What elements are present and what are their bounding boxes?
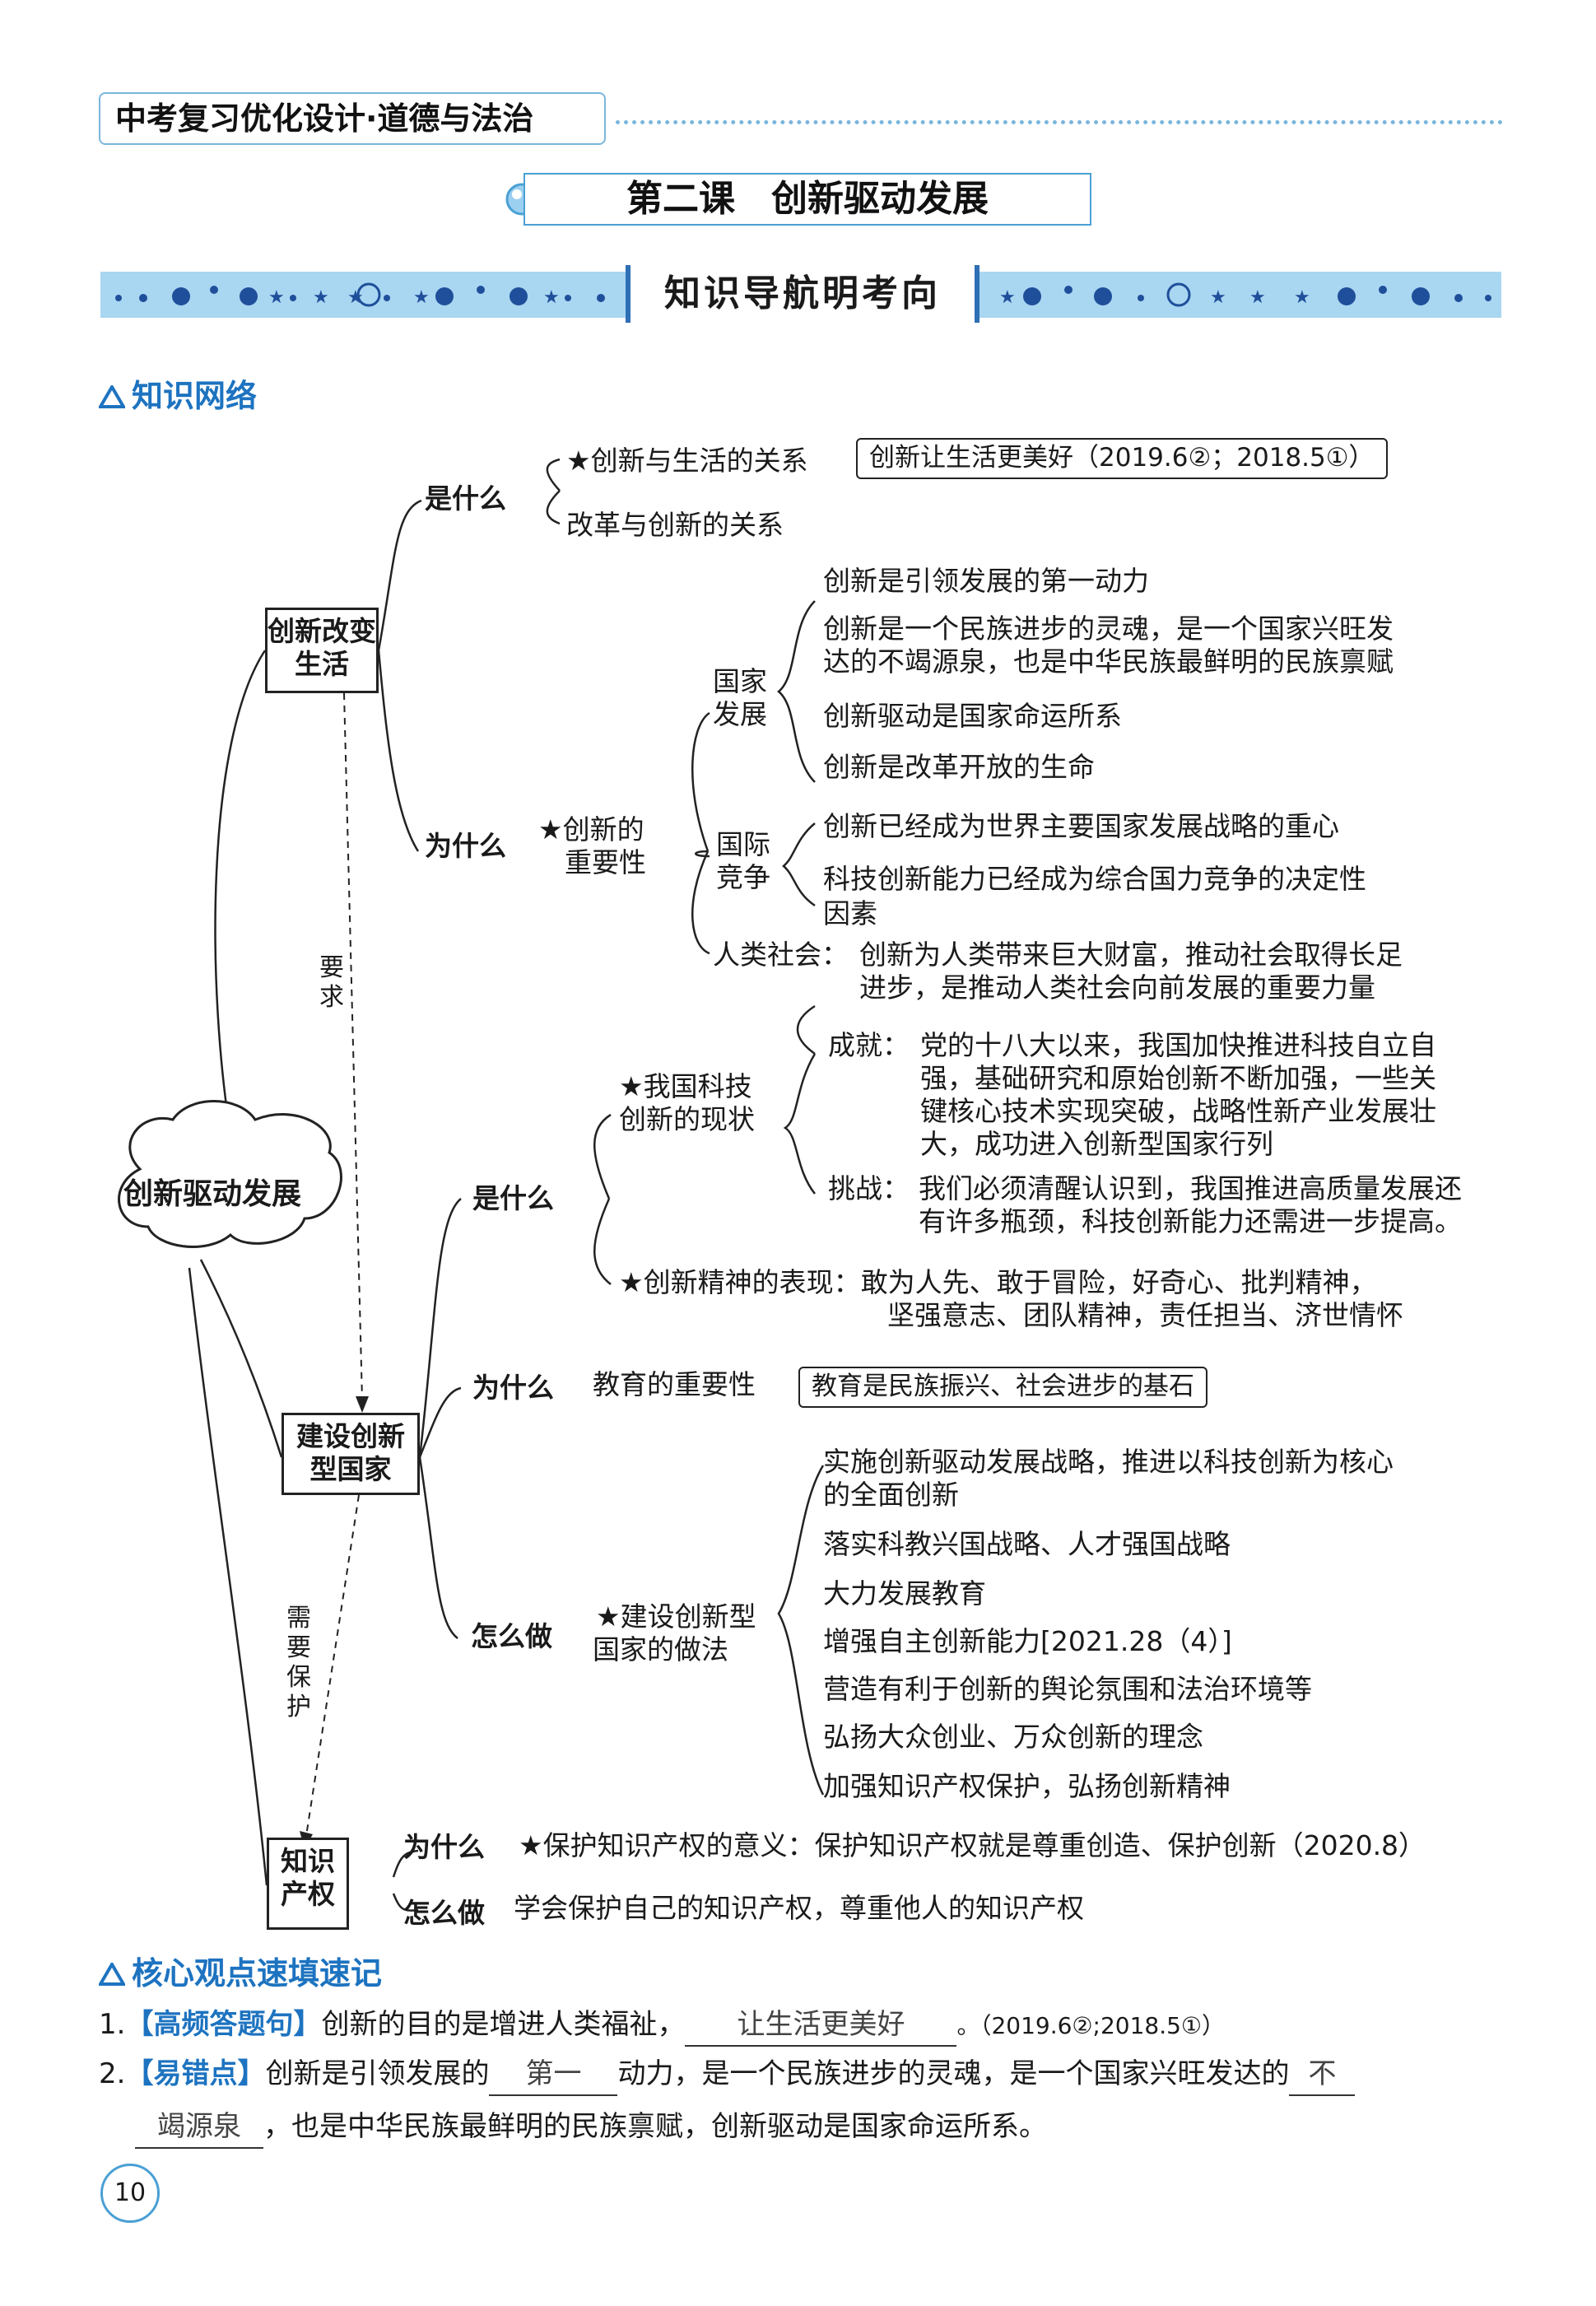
branch-why-3: 为什么 xyxy=(403,1831,485,1864)
intl-label-line1: 国际 xyxy=(716,828,770,861)
country-item: 创新是一个民族进步的灵魂，是一个国家兴旺发 xyxy=(823,613,1394,645)
spirit-line1: ★创新精神的表现：敢为人先、敢于冒险，好奇心、批判精神， xyxy=(619,1266,1377,1299)
page-number: 10 xyxy=(100,2164,160,2223)
q1-number: 1. xyxy=(99,2008,125,2041)
country-label-line2: 发展 xyxy=(713,698,767,731)
ip-significance: ★保护知识产权的意义：保护知识产权就是尊重创造、保护创新（2020.8） xyxy=(519,1829,1426,1862)
country-item: 创新是引领发展的第一动力 xyxy=(823,565,1149,598)
human-label: 人类社会： xyxy=(713,939,849,971)
status-label-line2: 创新的现状 xyxy=(619,1103,755,1136)
build-label-line1: ★建设创新型 xyxy=(596,1600,756,1633)
build-item: 加强知识产权保护，弘扬创新精神 xyxy=(823,1770,1231,1803)
core-point-2-line2: 竭源泉，也是中华民族最鲜明的民族禀赋，创新驱动是国家命运所系。 xyxy=(135,2106,1047,2149)
link-label-protect: 需要保护 xyxy=(286,1604,316,1722)
challenge-line: 有许多瓶颈，科技创新能力还需进一步提高。 xyxy=(919,1205,1462,1238)
spirit-line2: 坚强意志、团队精神，责任担当、济世情怀 xyxy=(887,1299,1403,1332)
build-item: 落实科教兴国战略、人才强国战略 xyxy=(823,1528,1231,1561)
achievement-line: 强，基础研究和原始创新不断加强，一些关 xyxy=(920,1062,1436,1095)
q2-text-pre: 创新是引领发展的 xyxy=(265,2057,489,2090)
achievement-label: 成就： xyxy=(828,1029,910,1062)
q1-text: 创新的目的是增进人类福祉， xyxy=(321,2008,685,2041)
q1-tag: 【高频答题句】 xyxy=(125,2008,321,2041)
intl-item: 科技创新能力已经成为综合国力竞争的决定性 xyxy=(823,863,1366,896)
q1-answer[interactable]: 让生活更美好 xyxy=(685,2004,956,2047)
node-build-innovative-country: 建设创新型国家 xyxy=(282,1413,420,1495)
status-label-line1: ★我国科技 xyxy=(619,1070,752,1103)
core-point-2-line1: 2.【易错点】创新是引领发展的第一动力，是一个民族进步的灵魂，是一个国家兴旺发达… xyxy=(99,2053,1355,2096)
intl-item: 创新已经成为世界主要国家发展战略的重心 xyxy=(823,810,1339,843)
country-item: 创新是改革开放的生命 xyxy=(823,751,1095,784)
branch-why-1: 为什么 xyxy=(425,830,506,863)
q2-text-post: ，也是中华民族最鲜明的民族禀赋，创新驱动是国家命运所系。 xyxy=(263,2110,1047,2143)
build-item: 实施创新驱动发展战略，推进以科技创新为核心 xyxy=(823,1446,1394,1479)
achievement-line: 大，成功进入创新型国家行列 xyxy=(920,1128,1273,1161)
human-text-line1: 创新为人类带来巨大财富，推动社会取得长足 xyxy=(859,939,1403,971)
section-heading-core-points: 核心观点速填速记 xyxy=(132,1954,382,1992)
answer-box-life: 创新让生活更美好（2019.6②；2018.5①） xyxy=(856,438,1388,479)
importance-label-line2: 重要性 xyxy=(565,846,646,879)
root-node: 创新驱动发展 xyxy=(123,1176,301,1214)
node-innovation-changes-life: 创新改变生活 xyxy=(265,608,379,693)
link-label-require: 要求 xyxy=(319,953,349,1013)
intl-label-line2: 竞争 xyxy=(716,861,770,894)
build-item: 弘扬大众创业、万众创新的理念 xyxy=(823,1721,1203,1754)
build-item: 营造有利于创新的舆论氛围和法治环境等 xyxy=(823,1673,1312,1706)
core-point-1: 1.【高频答题句】创新的目的是增进人类福祉，让生活更美好。（2019.6②;20… xyxy=(99,2004,1225,2047)
answer-box-education: 教育是民族振兴、社会进步的基石 xyxy=(798,1367,1207,1408)
branch-why-2: 为什么 xyxy=(472,1372,554,1405)
q2-answer-1[interactable]: 第一 xyxy=(489,2053,617,2096)
country-item: 创新驱动是国家命运所系 xyxy=(823,700,1122,733)
country-item: 达的不竭源泉，也是中华民族最鲜明的民族禀赋 xyxy=(823,645,1394,678)
relation-life: ★创新与生活的关系 xyxy=(566,445,808,478)
achievement-line: 党的十八大以来，我国加快推进科技自立自 xyxy=(920,1029,1436,1062)
branch-what-2: 是什么 xyxy=(472,1182,554,1215)
challenge-line: 我们必须清醒认识到，我国推进高质量发展还 xyxy=(919,1172,1462,1205)
challenge-label: 挑战： xyxy=(828,1172,910,1205)
build-label-line2: 国家的做法 xyxy=(593,1633,728,1666)
branch-how-2: 怎么做 xyxy=(471,1620,552,1653)
q2-text-mid: 动力，是一个民族进步的灵魂，是一个国家兴旺发达的 xyxy=(617,2057,1289,2090)
ip-how: 学会保护自己的知识产权，尊重他人的知识产权 xyxy=(514,1892,1084,1925)
relation-reform: 改革与创新的关系 xyxy=(566,509,784,542)
triangle-icon xyxy=(99,1963,125,1986)
q1-source: 。（2019.6②;2018.5①） xyxy=(956,2012,1225,2039)
q2-answer-2b[interactable]: 竭源泉 xyxy=(135,2106,263,2149)
branch-what-1: 是什么 xyxy=(425,482,506,515)
achievement-line: 键核心技术实现突破，战略性新产业发展壮 xyxy=(920,1095,1436,1128)
q2-tag: 【易错点】 xyxy=(125,2057,265,2090)
build-item: 的全面创新 xyxy=(823,1479,959,1512)
intl-item: 因素 xyxy=(823,897,877,930)
importance-label-line1: ★创新的 xyxy=(538,813,644,846)
node-intellectual-property: 知识产权 xyxy=(267,1838,349,1930)
education-importance: 教育的重要性 xyxy=(593,1368,756,1401)
q2-number: 2. xyxy=(99,2057,125,2090)
country-label-line1: 国家 xyxy=(713,665,767,698)
build-item: 大力发展教育 xyxy=(823,1577,986,1610)
build-item: 增强自主创新能力[2021.28（4）] xyxy=(823,1625,1232,1658)
q2-answer-2a[interactable]: 不 xyxy=(1289,2053,1355,2096)
branch-how-3: 怎么做 xyxy=(403,1897,485,1930)
human-text-line2: 进步，是推动人类社会向前发展的重要力量 xyxy=(859,971,1375,1004)
